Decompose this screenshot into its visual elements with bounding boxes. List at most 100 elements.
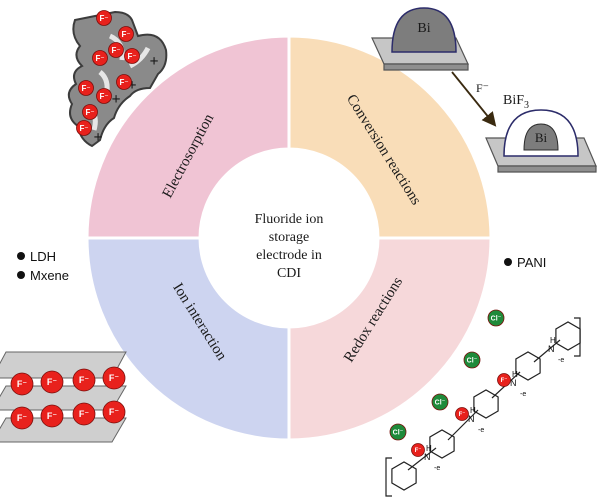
electron-label: -e [520,391,526,398]
fluoride-ion-label: F⁻ [109,373,119,383]
right-bullets: PANI [504,255,546,270]
benzene-ring [473,389,499,419]
product-plate-side [497,165,597,173]
electron-label: -e [558,357,564,364]
fluoride-ion-circle [40,404,64,428]
chloride-ion: Cl⁻ [463,351,481,369]
positive-charge: + [111,91,120,108]
hydrogen-atom: H [470,406,476,415]
chloride-ion: Cl⁻ [431,393,449,411]
fluoride-ion-label: F⁻ [17,379,27,389]
fluoride-ion: F⁻ [102,400,126,424]
fluoride-ion-label: F⁻ [501,378,508,384]
chloride-ion-label: Cl⁻ [435,399,446,406]
quadrant-redox-reactions [287,236,493,442]
fluoride-ion-label: F⁻ [79,409,89,419]
inner-bismuth-label: Bi [535,130,548,145]
fluoride-ion-circle [108,42,124,58]
nitrogen-atom: N [510,378,517,388]
conversion-arrow [451,71,497,127]
fluoride-ion-circle [116,74,132,90]
fluoride-ion-label: F⁻ [79,375,89,385]
hydrogen-atom: H [550,336,556,345]
fluoride-ion: F⁻ [82,104,98,120]
bismuth-dome [391,7,457,53]
inner-bismuth-core [523,123,559,151]
benzene-ring [555,321,581,351]
chloride-ion: Cl⁻ [487,309,505,327]
fluoride-ion-circle [40,370,64,394]
fluoride-ion: F⁻ [40,404,64,428]
fluoride-ion: F⁻ [124,48,140,64]
fluoride-ion-label: F⁻ [47,411,57,421]
fluoride-ion-circle [10,406,34,430]
hydrogen-atom: H [512,370,518,379]
center-line-3: electrode in [256,248,322,263]
fluoride-ion-label: F⁻ [85,108,94,117]
benzene-ring [515,351,541,381]
fluoride-arrow-label: F⁻ [476,81,489,95]
positive-charge: + [149,53,158,70]
fluoride-ion: F⁻ [72,368,96,392]
positive-charge: + [93,129,102,146]
electrosorption-electrode-illustration: ++++ F⁻F⁻F⁻F⁻F⁻F⁻F⁻F⁻F⁻F⁻ [67,10,168,148]
fluoride-ion: F⁻ [10,372,34,396]
fluoride-ion: F⁻ [72,402,96,426]
fluoride-ion-circle [10,372,34,396]
bullet-ldh: LDH [30,249,56,264]
fluoride-ion: F⁻ [411,443,425,457]
benzene-ring [429,429,455,459]
chloride-ion-circle [487,309,505,327]
electron-label: -e [434,465,440,472]
left-bullets: LDH Mxene [17,249,69,283]
fluoride-ion-label: F⁻ [17,413,27,423]
fluoride-ion-circle [102,366,126,390]
fluoride-ion-label: F⁻ [81,84,90,93]
electron-label: -e [478,427,484,434]
fluoride-ion-label: F⁻ [79,124,88,133]
benzene-ring [391,461,417,491]
center-line-2: storage [269,230,309,245]
fluoride-ion-circle [96,88,112,104]
bullet-dot [17,252,25,260]
fluoride-ion-label: F⁻ [111,46,120,55]
fluoride-ion-circle [78,80,94,96]
fluoride-ion-label: F⁻ [99,14,108,23]
bullet-dot [17,271,25,279]
fluoride-ion-circle [102,400,126,424]
bullet-pani: PANI [517,255,546,270]
pore-channel [128,46,151,69]
fluoride-ion: F⁻ [497,373,511,387]
fluoride-ion-circle [82,104,98,120]
bismuth-label: Bi [417,21,430,36]
nitrogen-atom: N [548,344,555,354]
center-title: Fluoride ion storage electrode in CDI [255,212,324,281]
polymer-bond [533,339,561,363]
fluoride-ion-label: F⁻ [459,412,466,418]
quadrant-conversion-reactions [287,34,493,240]
chloride-ion: Cl⁻ [389,423,407,441]
quadrant-ion-interaction [85,236,291,442]
fluoride-ion-label: F⁻ [121,30,130,39]
fluoride-ion-circle [96,10,112,26]
fluoride-ion: F⁻ [10,406,34,430]
fluoride-ion: F⁻ [76,120,92,136]
fluoride-ion-label: F⁻ [99,92,108,101]
fluoride-ion: F⁻ [96,88,112,104]
fluoride-ion-circle [72,402,96,426]
fluoride-ion-label: F⁻ [415,448,422,454]
chloride-ion-circle [431,393,449,411]
conversion-reaction-illustration: Bi F⁻ BiF3 Bi [371,7,597,173]
fluoride-ion: F⁻ [92,50,108,66]
nitrogen-atom: N [468,414,475,424]
pani-chain-illustration: NH-eNH-eNH-eNH-e F⁻F⁻F⁻Cl⁻Cl⁻Cl⁻Cl⁻ [385,309,581,497]
bullet-dot [504,258,512,266]
fluoride-ion-circle [455,407,469,421]
fluoride-ion: F⁻ [108,42,124,58]
fluoride-ion-circle [411,443,425,457]
fluoride-ion-label: F⁻ [109,407,119,417]
fluoride-ion-circle [72,368,96,392]
quadrant-electrosorption [85,34,291,240]
center-line-4: CDI [277,266,301,281]
fluoride-ion: F⁻ [118,26,134,42]
